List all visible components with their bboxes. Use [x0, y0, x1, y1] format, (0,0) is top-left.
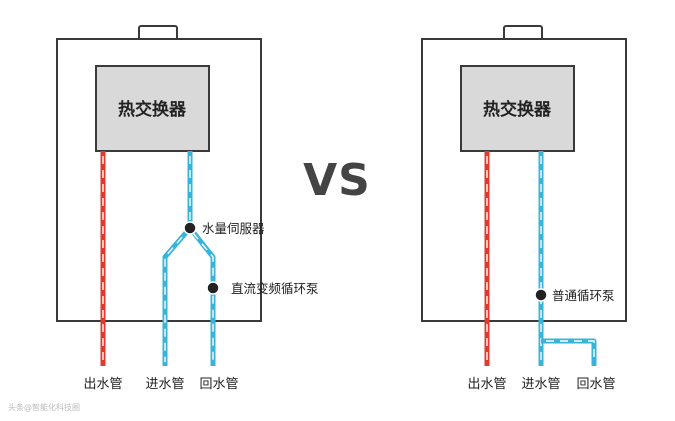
right-return-pipe-dash	[546, 340, 595, 362]
left-inlet-label: 进水管	[145, 377, 184, 392]
right-pump-dot	[534, 288, 548, 302]
right-pump-label: 普通循环泵	[552, 288, 615, 303]
right-top-cap	[503, 25, 543, 41]
left-servo-dot	[183, 221, 197, 235]
watermark: 头条@智能化科技圈	[8, 402, 80, 412]
right-heat-exchanger-label: 热交换器	[483, 99, 552, 120]
right-inlet-label: 进水管	[521, 377, 560, 392]
right-return-pipe	[541, 338, 597, 366]
right-outlet-label: 出水管	[467, 377, 506, 392]
left-return-label: 回水管	[199, 377, 238, 392]
left-return-pipe-dash	[192, 232, 214, 362]
right-unit: 热交换器 普通循环泵 出水管 进水管 回水管	[421, 25, 627, 392]
left-pump-dot	[206, 281, 220, 295]
vs-label: VS	[303, 155, 371, 206]
left-unit: 热交换器 水量伺服器 直流变频循环泵 出水管 进水管 回水管	[56, 25, 319, 392]
left-heat-exchanger-label: 热交换器	[118, 99, 187, 120]
left-inlet-pipe-dash	[164, 156, 191, 362]
left-outlet-label: 出水管	[83, 377, 122, 392]
left-heat-exchanger	[95, 65, 210, 152]
right-return-label: 回水管	[576, 377, 615, 392]
left-servo-label: 水量伺服器	[202, 221, 265, 236]
right-heat-exchanger	[460, 65, 575, 152]
left-pump-label: 直流变频循环泵	[231, 281, 319, 296]
left-top-cap	[138, 25, 178, 41]
